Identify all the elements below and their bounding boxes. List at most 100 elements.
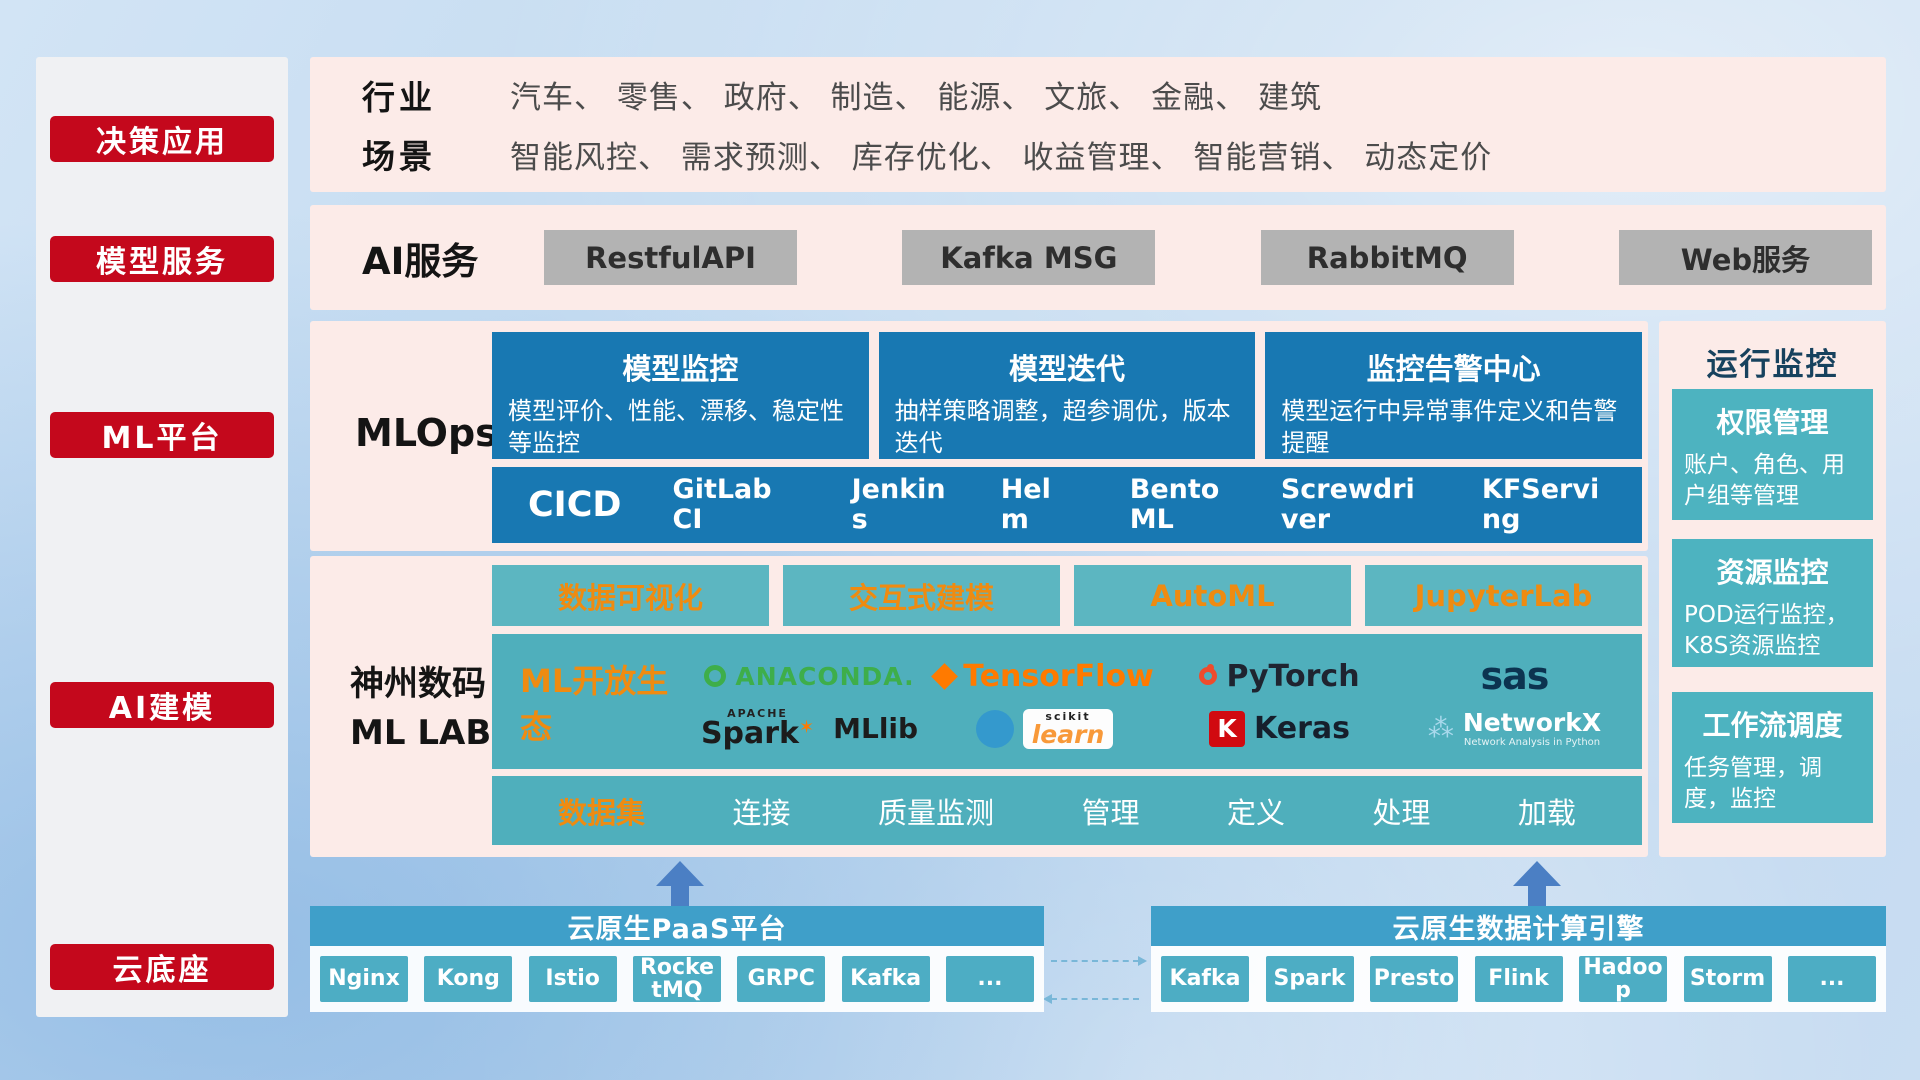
cloud-paas-group: 云原生PaaS平台 Nginx Kong Istio RocketMQ GRPC… — [310, 906, 1044, 1012]
up-arrow-icon — [1513, 861, 1561, 906]
scenario-label: 场景 — [362, 137, 436, 177]
card-title: 模型迭代 — [1009, 352, 1126, 386]
sidebar: 决策应用 模型服务 ML平台 AI建模 云底座 — [36, 57, 288, 1017]
scikit-text: scikit — [1045, 709, 1091, 723]
cicd-bar: CICD GitLab CI Jenkins Helm BentoML Scre… — [492, 467, 1642, 543]
chip-more: ... — [945, 956, 1034, 1002]
dataset-define: 定义 — [1226, 795, 1285, 830]
dashed-arrow-right-icon — [1051, 956, 1147, 966]
mlops-cards: 模型监控 模型评价、性能、漂移、稳定性等监控 模型迭代 抽样策略调整，超参调优，… — [492, 332, 1643, 459]
service-rabbitmq: RabbitMQ — [1260, 230, 1514, 285]
anaconda-logo: ANACONDA. — [692, 662, 927, 691]
chip-storm: Storm — [1683, 956, 1772, 1002]
sidebar-item-ai-modeling: AI建模 — [50, 682, 274, 728]
scenario-row: 场景 智能风控、 需求预测、 库存优化、 收益管理、 智能营销、 动态定价 — [310, 125, 1886, 185]
chip-grpc: GRPC — [737, 956, 826, 1002]
chip-kafka: Kafka — [841, 956, 930, 1002]
scikit-learn-stack: scikit learn — [1022, 708, 1114, 749]
sidebar-item-cloud-base: 云底座 — [50, 944, 274, 990]
anaconda-text: ANACONDA. — [735, 661, 915, 691]
pytorch-text: PyTorch — [1226, 658, 1360, 694]
chip-istio: Istio — [528, 956, 617, 1002]
paas-title-bar: 云原生PaaS平台 — [310, 906, 1044, 946]
ml-lab-panel: 神州数码 ML LAB 数据可视化 交互式建模 AutoML JupyterLa… — [310, 556, 1648, 857]
card-desc: 模型评价、性能、漂移、稳定性等监控 — [508, 397, 844, 457]
chip-kafka: Kafka — [1161, 956, 1249, 1002]
model-monitoring-card: 模型监控 模型评价、性能、漂移、稳定性等监控 — [492, 332, 869, 459]
arrow-head — [1043, 994, 1052, 1004]
networkx-subtitle: Network Analysis in Python — [1463, 736, 1601, 748]
mlops-panel: MLOps 模型监控 模型评价、性能、漂移、稳定性等监控 模型迭代 抽样策略调整… — [310, 321, 1648, 551]
industry-scenario-panel: 行业 汽车、 零售、 政府、 制造、 能源、 文旅、 金融、 建筑 场景 智能风… — [310, 57, 1886, 192]
spark-text: Spark✶ — [700, 716, 815, 751]
dataset-manage: 管理 — [1081, 795, 1140, 830]
card-title: 资源监控 — [1716, 556, 1829, 589]
engine-components: Kafka Spark Presto Flink Hadoop Storm ..… — [1151, 946, 1886, 1012]
tool-data-visualization: 数据可视化 — [492, 565, 769, 626]
service-kafka-msg: Kafka MSG — [902, 230, 1156, 285]
arrow-stem — [671, 886, 689, 906]
runtime-monitoring-panel: 运行监控 权限管理 账户、角色、用户组等管理 资源监控 POD运行监控，K8S资… — [1659, 321, 1886, 857]
paas-components: Nginx Kong Istio RocketMQ GRPC Kafka ... — [310, 946, 1044, 1012]
anaconda-icon — [704, 665, 727, 687]
tensorflow-text: TensorFlow — [963, 658, 1154, 694]
ai-services-buttons: RestfulAPI Kafka MSG RabbitMQ Web服务 — [544, 230, 1886, 285]
ml-ecosystem-label: ML开放生态 — [520, 661, 669, 746]
alert-center-card: 监控告警中心 模型运行中异常事件定义和告警提醒 — [1265, 332, 1643, 459]
card-title: 模型监控 — [622, 352, 739, 386]
ai-services-panel: AI服务 RestfulAPI Kafka MSG RabbitMQ Web服务 — [310, 205, 1886, 310]
service-restfulapi: RestfulAPI — [544, 230, 797, 285]
tensorflow-logo: TensorFlow — [927, 659, 1162, 694]
sidebar-item-ml-platform: ML平台 — [50, 412, 274, 458]
ml-ecosystem-logos: ANACONDA. TensorFlow PyTorch sas APACHE … — [692, 654, 1632, 749]
keras-text: Keras — [1254, 711, 1350, 746]
industry-row: 行业 汽车、 零售、 政府、 制造、 能源、 文旅、 金融、 建筑 — [310, 65, 1886, 125]
apache-text: APACHE — [727, 707, 788, 720]
networkx-logo: ⁂ NetworkX Network Analysis in Python — [1397, 710, 1632, 748]
arrow-head — [656, 861, 704, 886]
keras-logo: K Keras — [1162, 710, 1397, 747]
sas-text: sas — [1480, 654, 1550, 698]
dataset-label: 数据集 — [558, 795, 646, 830]
card-title: 工作流调度 — [1702, 709, 1843, 742]
pytorch-logo: PyTorch — [1162, 659, 1397, 694]
chip-presto: Presto — [1370, 956, 1458, 1002]
card-desc: POD运行监控，K8S资源监控 — [1684, 602, 1849, 660]
keras-icon: K — [1209, 710, 1246, 747]
engine-title-bar: 云原生数据计算引擎 — [1151, 906, 1886, 946]
card-title: 监控告警中心 — [1366, 352, 1541, 386]
arrow-head — [1513, 861, 1561, 886]
tool-jupyterlab: JupyterLab — [1365, 565, 1642, 626]
card-desc: 模型运行中异常事件定义和告警提醒 — [1281, 397, 1618, 457]
chip-nginx: Nginx — [320, 956, 408, 1002]
cloud-data-engine-group: 云原生数据计算引擎 Kafka Spark Presto Flink Hadoo… — [1151, 906, 1886, 1012]
cicd-label: CICD — [528, 485, 622, 525]
ml-lab-label-line2: ML LAB — [350, 713, 492, 754]
permission-management-card: 权限管理 账户、角色、用户组等管理 — [1672, 389, 1873, 520]
ml-lab-tools: 数据可视化 交互式建模 AutoML JupyterLab — [492, 565, 1642, 626]
dashed-arrow-left-icon — [1043, 994, 1139, 1004]
resource-monitoring-card: 资源监控 POD运行监控，K8S资源监控 — [1672, 539, 1873, 667]
spark-mllib-logo: APACHE Spark✶ MLlib — [692, 708, 927, 749]
cicd-screwdriver: Screwdriver — [1280, 473, 1415, 535]
dataset-load: 加载 — [1517, 795, 1576, 830]
mllib-text: MLlib — [833, 712, 919, 745]
tool-automl: AutoML — [1074, 565, 1351, 626]
chip-spark: Spark — [1265, 956, 1354, 1002]
ai-services-label: AI服务 — [362, 239, 479, 283]
tool-interactive-modeling: 交互式建模 — [783, 565, 1060, 626]
tensorflow-icon — [931, 662, 959, 690]
mlops-label: MLOps — [355, 411, 498, 455]
chip-rocketmq: RocketMQ — [632, 956, 721, 1002]
ml-ecosystem-box: ML开放生态 ANACONDA. TensorFlow PyTorch sas — [492, 634, 1642, 769]
industry-list: 汽车、 零售、 政府、 制造、 能源、 文旅、 金融、 建筑 — [510, 80, 1322, 117]
chip-hadoop: Hadoop — [1579, 956, 1667, 1002]
sidebar-item-decision-apps: 决策应用 — [50, 116, 274, 162]
chip-more: ... — [1788, 956, 1876, 1002]
sas-logo: sas — [1397, 654, 1632, 698]
dataset-bar: 数据集 连接 质量监测 管理 定义 处理 加载 — [492, 776, 1642, 845]
card-desc: 账户、角色、用户组等管理 — [1684, 452, 1845, 510]
model-iteration-card: 模型迭代 抽样策略调整，超参调优，版本迭代 — [878, 332, 1256, 459]
runtime-monitoring-title: 运行监控 — [1706, 347, 1839, 383]
